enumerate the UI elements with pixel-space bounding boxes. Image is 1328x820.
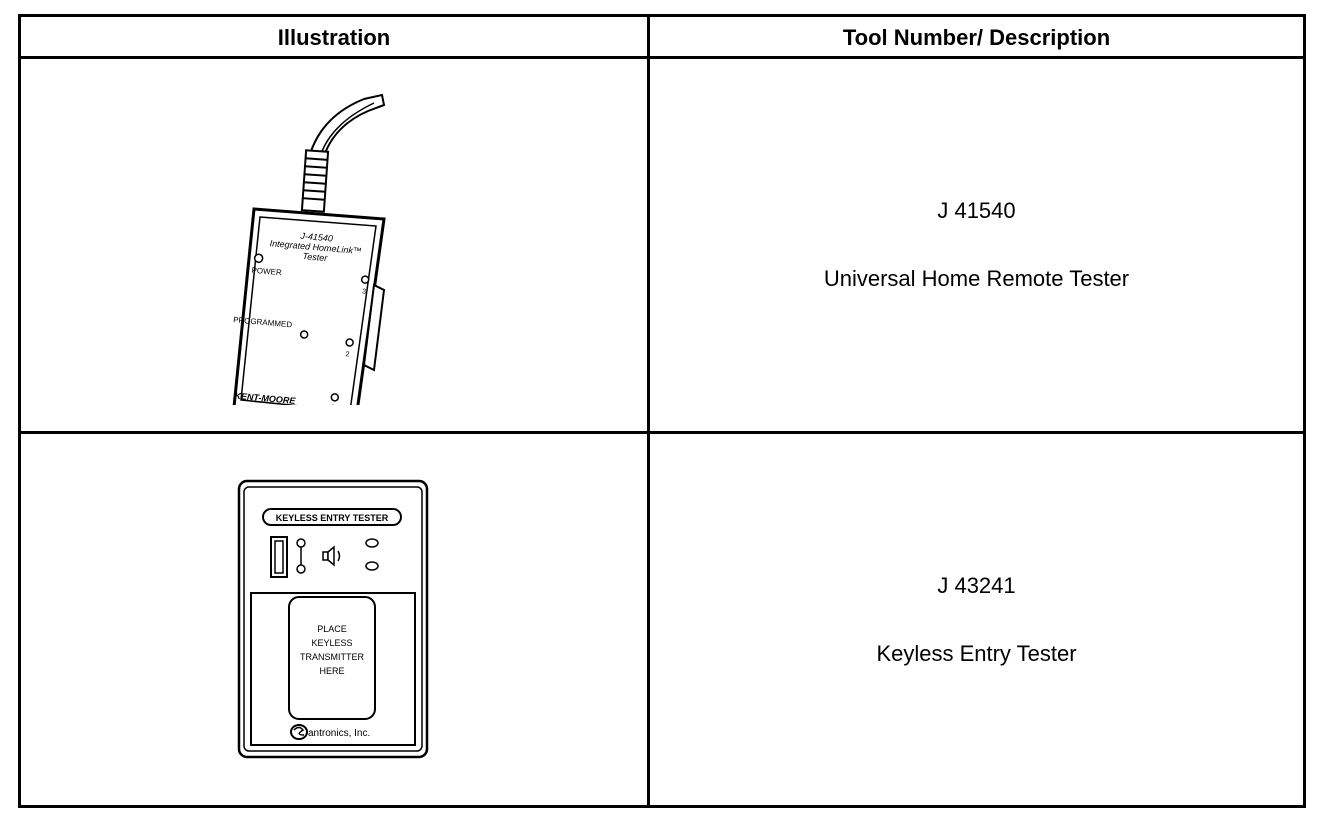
banner-label: KEYLESS ENTRY TESTER	[276, 513, 389, 523]
homelink-tester-illustration: J-41540 Integrated HomeLink™ Tester POWE…	[232, 93, 386, 405]
header-illustration: Illustration	[277, 25, 391, 50]
place-label-4: HERE	[319, 666, 344, 676]
description-cell: J 41540 Universal Home Remote Tester	[650, 59, 1303, 431]
power-led-icon	[253, 253, 264, 263]
tool-description: Keyless Entry Tester	[876, 640, 1077, 666]
tool-description: Universal Home Remote Tester	[823, 266, 1130, 291]
column-divider	[647, 17, 650, 805]
device-title-3: Tester	[302, 251, 328, 263]
tool-number: J 41540	[937, 198, 1016, 223]
row-divider	[21, 431, 1303, 434]
description-cell: J 43241 Keyless Entry Tester	[650, 434, 1303, 805]
place-label-1: PLACE	[317, 624, 347, 634]
place-label-3: TRANSMITTER	[300, 652, 364, 662]
keyless-entry-tester-illustration: KEYLESS ENTRY TESTER PLACE KEYLESS TRANS…	[237, 479, 429, 758]
antronics-logo	[290, 723, 308, 740]
place-label-2: KEYLESS	[311, 638, 352, 648]
programmed-led-icon	[299, 330, 309, 339]
device-title-1: J-41540	[299, 231, 333, 244]
illustration-cell: KEYLESS ENTRY TESTER PLACE KEYLESS TRANS…	[21, 434, 647, 805]
led-1-icon	[330, 393, 340, 402]
power-label: POWER	[251, 266, 282, 278]
tool-table: Illustration Tool Number/ Description J-…	[18, 14, 1306, 808]
header-description: Tool Number/ Description	[842, 25, 1111, 50]
led-2-icon	[345, 338, 354, 347]
led-2-label: 2	[345, 351, 350, 358]
speaker-icon	[322, 544, 341, 567]
led-1-label: 1	[331, 404, 336, 405]
tool-number: J 43241	[937, 572, 1016, 598]
illustration-cell: J-41540 Integrated HomeLink™ Tester POWE…	[21, 59, 647, 431]
brand-label: KENT-MOORE	[234, 391, 297, 405]
header-divider	[21, 56, 1303, 59]
led-3-icon	[360, 275, 370, 284]
brand-label: antronics, Inc.	[308, 728, 370, 739]
led-top-icon	[365, 537, 379, 548]
led-3-label: 3	[362, 288, 367, 295]
switch-bottom-icon	[296, 563, 306, 574]
led-bottom-icon	[365, 560, 379, 571]
switch-top-icon	[296, 537, 306, 548]
